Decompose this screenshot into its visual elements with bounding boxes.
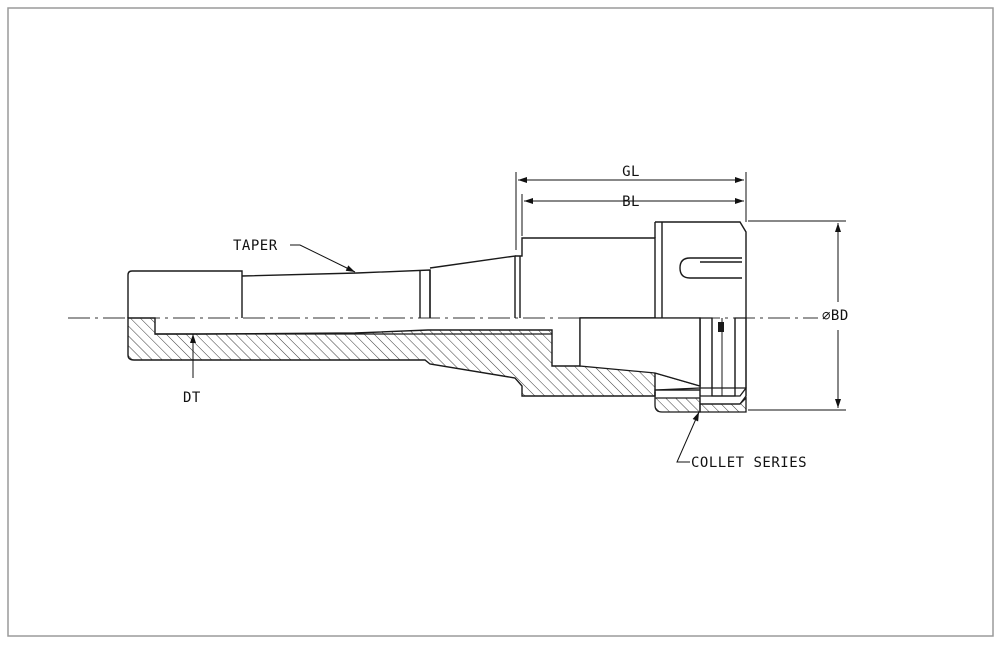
gl-dimension <box>515 172 747 250</box>
gl-label: GL <box>622 164 640 180</box>
dt-label: DT <box>183 390 201 406</box>
collet-series-leader <box>676 411 700 463</box>
taper-label: TAPER <box>233 238 278 254</box>
bl-dimension <box>521 194 744 236</box>
bd-label: ⌀BD <box>822 308 849 324</box>
collet-series-label: COLLET SERIES <box>691 455 807 471</box>
holder-lower-section <box>127 317 747 413</box>
bl-label: BL <box>622 194 640 210</box>
drawing-border <box>7 7 994 637</box>
holder-upper-view <box>127 221 747 318</box>
bd-dimension <box>748 220 846 411</box>
taper-leader <box>290 244 356 273</box>
